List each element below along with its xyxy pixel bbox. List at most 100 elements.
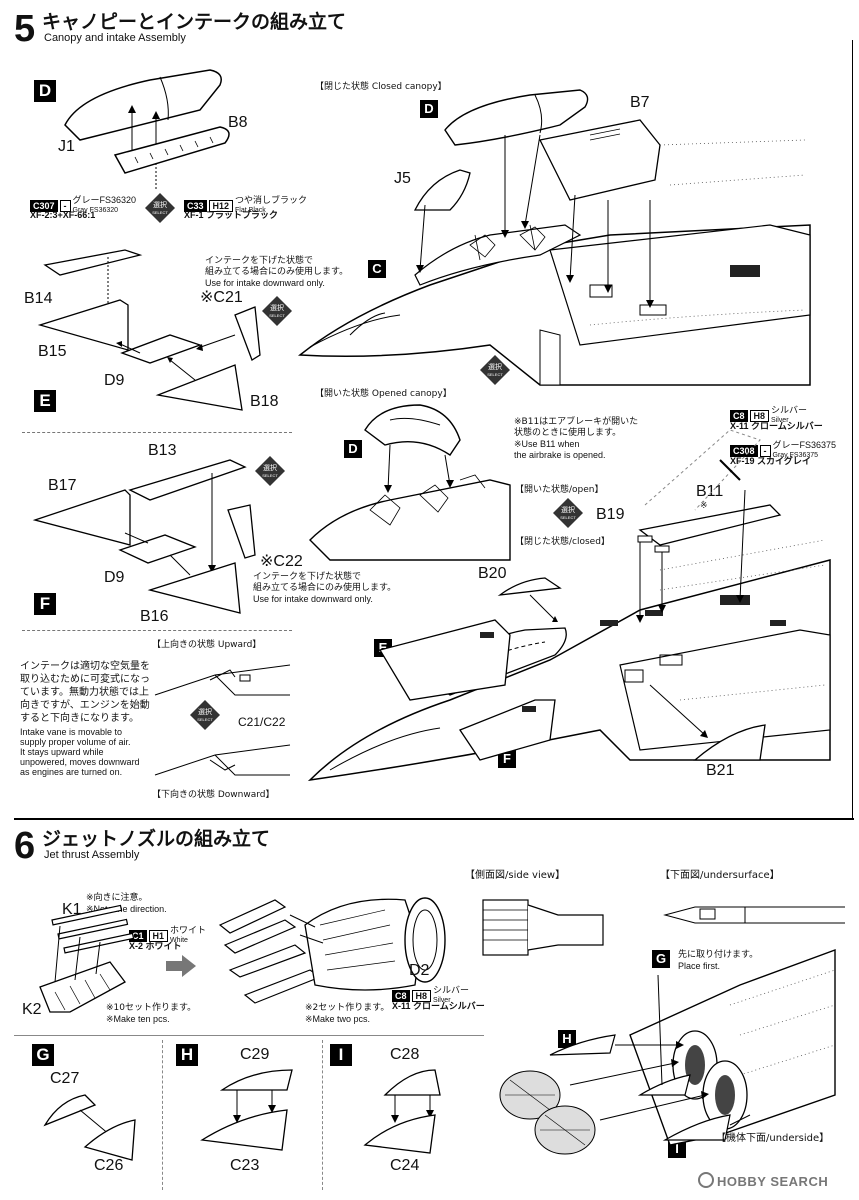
paint-h-code: H8 — [411, 989, 432, 1002]
select-icon-5: 選択 SELECT — [480, 355, 510, 385]
part-label-c23: C23 — [230, 1157, 260, 1174]
svg-text:選択: 選択 — [270, 303, 284, 312]
part-label-j1: J1 — [58, 138, 75, 155]
paint-c307-mix: XF-2:3+XF-66:1 — [30, 210, 96, 220]
paint-jp: グレーFS36320 — [72, 195, 137, 205]
paint-code: C8 — [392, 989, 410, 1002]
paint-c8-bottom-xf: X-11 クロームシルバー — [392, 1001, 485, 1011]
marker-i: I — [330, 1044, 352, 1066]
part-label-b18: B18 — [250, 393, 279, 410]
svg-text:SELECT: SELECT — [560, 515, 576, 520]
i-parts-illustration — [363, 1069, 441, 1154]
aircraft-closed-canopy-illustration — [297, 89, 811, 386]
part-label-d9-e: D9 — [104, 372, 125, 389]
marker-e-left: E — [34, 390, 56, 412]
intake-down-note-e: インテークを下げた状態で 組み立てる場合にのみ使用します。 Use for in… — [205, 256, 349, 288]
select-icon-6: 選択 SELECT — [553, 498, 583, 528]
select-icon-4: 選択 SELECT — [190, 700, 220, 730]
part-label-b13: B13 — [148, 442, 177, 459]
intake-e-illustration — [37, 249, 261, 411]
paint-h-code: H1 — [148, 929, 169, 942]
select-icon-2: 選択 SELECT — [262, 296, 292, 326]
paint-en: Silver — [771, 417, 789, 424]
part-label-k1: K1 — [62, 901, 82, 918]
paint-en: Silver — [433, 997, 451, 1004]
paint-jp: つや消しブラック — [235, 195, 308, 205]
marker-d-opened: D — [344, 440, 362, 458]
part-label-c29: C29 — [240, 1046, 270, 1063]
paint-jp: シルバー — [771, 405, 808, 415]
paint-jp: グレーFS36375 — [772, 440, 837, 450]
intake-downward-illustration — [154, 744, 291, 776]
closed-canopy-label: 【閉じた状態 Closed canopy】 — [315, 82, 447, 92]
part-label-b7: B7 — [630, 94, 650, 111]
part-label-c26: C26 — [94, 1157, 124, 1174]
part-label-b16: B16 — [140, 608, 169, 625]
part-label-c22: ※C22 — [260, 553, 303, 570]
svg-text:選択: 選択 — [561, 505, 575, 514]
paint-c8-top-xf: X-11 クロームシルバー — [730, 421, 823, 431]
paint-c33: C33 H12 つや消しブラック Flat Black — [184, 195, 307, 216]
step6-subtitle: Jet thrust Assembly — [44, 849, 140, 861]
undersurface-label: 【下面図/undersurface】 — [660, 870, 780, 881]
paint-code: C308 — [730, 444, 758, 457]
marker-d-left: D — [34, 80, 56, 102]
part-label-b15: B15 — [38, 343, 67, 360]
nozzle-assembly-illustration — [218, 897, 446, 1004]
part-label-b14: B14 — [24, 290, 53, 307]
svg-text:SELECT: SELECT — [487, 372, 503, 377]
part-label-c27: C27 — [50, 1070, 80, 1087]
svg-text:SELECT: SELECT — [152, 210, 168, 215]
two-sets-note: ※2セット作ります。 ※Make two pcs. — [305, 1003, 390, 1024]
upward-label: 【上向きの状態 Upward】 — [152, 640, 262, 650]
part-label-b8: B8 — [228, 114, 248, 131]
b11-note: ※B11はエアブレーキが開いた 状態のときに使用します。 ※Use B11 wh… — [514, 417, 639, 460]
step5-right-border — [852, 40, 853, 820]
svg-text:選択: 選択 — [263, 463, 277, 472]
step-divider — [14, 818, 854, 820]
h-parts-illustration — [200, 1069, 293, 1151]
paint-h-code: H12 — [208, 199, 234, 212]
step6-title: ジェットノズルの組み立て — [42, 828, 271, 850]
paint-c308-xf: XF-19 スカイグレイ — [730, 456, 811, 466]
opened-canopy-label: 【開いた状態 Opened canopy】 — [315, 389, 452, 399]
underside-label: 【機体下面/underside】 — [716, 1133, 830, 1144]
side-view-nozzle-illustration — [482, 899, 604, 956]
paint-en: Gray FS36375 — [772, 452, 819, 459]
underside-nozzle-installation-illustration — [499, 948, 836, 1155]
part-label-b11: B11 — [696, 483, 724, 500]
paint-c308: C308 - グレーFS36375 Gray FS36375 — [730, 440, 836, 461]
part-label-b20: B20 — [478, 565, 507, 582]
intake-upward-illustration — [154, 664, 291, 696]
paint-code: C8 — [730, 409, 748, 422]
watermark: HOBBY SEARCH — [698, 1172, 828, 1189]
aircraft-intake-assembly-illustration — [307, 429, 831, 782]
ten-sets-note: ※10セット作ります。 ※Make ten pcs. — [106, 1003, 197, 1024]
paint-c8-top: C8 H8 シルバー Silver — [730, 405, 807, 426]
part-label-b17: B17 — [48, 477, 77, 494]
svg-text:SELECT: SELECT — [197, 717, 213, 722]
svg-text:選択: 選択 — [488, 362, 502, 371]
downward-label: 【下向きの状態 Downward】 — [152, 790, 275, 800]
part-label-d9-f: D9 — [104, 569, 125, 586]
intake-vane-note-jp: インテークは適切な空気量を 取り込むために可変式になっ ています。無動力状態では… — [20, 661, 150, 724]
paint-en: Flat Black — [235, 207, 266, 214]
paint-c1: C1 H1 ホワイト White — [129, 925, 206, 946]
marker-d-closed: D — [420, 100, 438, 118]
paint-c33-xf: XF-1 フラットブラック — [184, 210, 279, 220]
part-label-j5: J5 — [394, 170, 411, 187]
paint-h-code: - — [59, 199, 71, 212]
open-label: 【開いた状態/open】 — [515, 485, 604, 495]
paint-jp: ホワイト — [170, 925, 207, 935]
intake-f-illustration — [32, 459, 256, 614]
paint-c307: C307 - グレーFS36320 Gray FS36320 — [30, 195, 136, 216]
intake-down-note-f: インテークを下げた状態で 組み立てる場合にのみ使用します。 Use for in… — [253, 572, 397, 604]
part-label-b21: B21 — [706, 762, 735, 779]
next-step-arrow-icon — [166, 955, 196, 977]
part-label-d2: D2 — [409, 962, 430, 979]
paint-en: Gray FS36320 — [72, 207, 119, 214]
watermark-logo-icon — [698, 1172, 714, 1188]
place-first-note: 先に取り付けます。 Place first. — [678, 950, 759, 971]
svg-text:SELECT: SELECT — [269, 313, 285, 318]
marker-f-main: F — [498, 750, 516, 768]
